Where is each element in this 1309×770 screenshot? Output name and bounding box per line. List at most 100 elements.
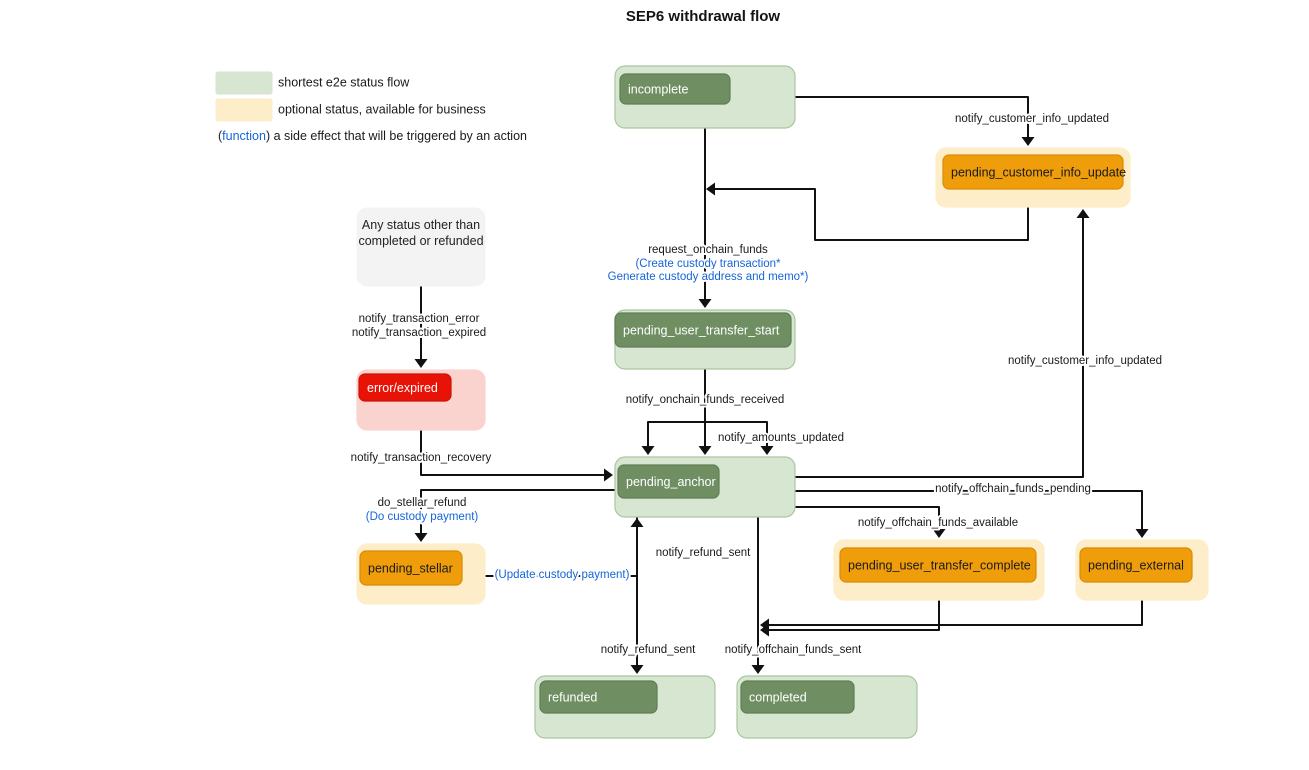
legend-function-word: function (222, 129, 266, 143)
node-pending_anchor[interactable]: pending_anchor (614, 456, 796, 518)
node-chip-pending_user_transfer_complete (839, 547, 1037, 583)
legend-swatch-0 (215, 71, 273, 95)
edge-label-halo: notify_offchain_funds_sent (725, 644, 862, 656)
node-incomplete[interactable]: incomplete (614, 65, 796, 129)
label-notify-transaction-error: notify_transaction_error (359, 313, 480, 325)
edge-label-halo: notify_amounts_updated (718, 432, 844, 444)
edge-pending-anchor-to-pending-user-transfer-complete (795, 506, 940, 532)
legend-label-1: optional status, available for business (278, 102, 486, 116)
node-label-pending_anchor: pending_anchor (626, 475, 716, 489)
edge-pending-anchor-to-pending-stellar (420, 489, 615, 536)
label-do-stellar-refund: do_stellar_refund (378, 497, 467, 509)
node-box-any_status (356, 207, 486, 287)
edge-label-halo: notify_refund_sent (656, 547, 751, 559)
legend-function-note: (function) a side effect that will be tr… (218, 129, 527, 143)
label-notify-amounts-updated: notify_amounts_updated (718, 432, 844, 444)
label-notify-transaction-recovery: notify_transaction_recovery (351, 452, 492, 464)
arrowhead-pending-external-to-completed (760, 618, 769, 632)
label-generate-custody-address: Generate custody address and memo*) (608, 271, 809, 283)
node-chip-pending_anchor (617, 464, 720, 499)
label-notify-onchain-funds-received: notify_onchain_funds_received (626, 394, 785, 406)
node-chip-pending_external (1079, 547, 1193, 583)
node-chip-completed (740, 680, 855, 714)
edge-label-halo: notify_transaction_error (359, 313, 480, 325)
edge-label-halo: notify_refund_sent (601, 644, 696, 656)
node-chip-refunded (539, 680, 658, 714)
edge-pending-anchor-self-loop-left (647, 421, 706, 449)
node-pending_customer_info_update[interactable]: pending_customer_info_update (935, 147, 1131, 208)
node-label-pending_customer_info_update: pending_customer_info_update (951, 165, 1126, 179)
edge-pending-anchor-to-pending-external (795, 490, 1143, 532)
arrowhead-pending-anchor-to-pending-customer-info-update (1076, 209, 1090, 218)
edge-labels-layer: notify_customer_info_updated notify_custo… (349, 111, 1164, 658)
node-refunded[interactable]: refunded (534, 675, 716, 739)
edge-label-halo: request_onchain_funds (648, 244, 768, 256)
arrowhead-pending-user-transfer-start-to-pending-anchor (698, 446, 712, 455)
node-label-refunded: refunded (548, 690, 597, 704)
node-label-pending_user_transfer_start: pending_user_transfer_start (623, 323, 780, 337)
label-notify-offchain-funds-pending: notify_offchain_funds_pending (935, 483, 1091, 495)
node-chip-pending_stellar (359, 550, 463, 586)
node-label-incomplete: incomplete (628, 82, 688, 96)
legend-label-0: shortest e2e status flow (278, 75, 410, 89)
node-label-pending_stellar: pending_stellar (368, 561, 453, 575)
arrowhead-incomplete-to-pending-user-transfer-start (698, 299, 712, 308)
label-notify-customer-info-updated-right: notify_customer_info_updated (1008, 355, 1162, 367)
edge-label-halo: notify_onchain_funds_received (626, 394, 785, 406)
label-request-onchain-funds: request_onchain_funds (648, 244, 768, 256)
edge-pending-anchor-self-loop-right (705, 421, 768, 449)
node-chip-error_expired (358, 373, 452, 402)
node-label-pending_user_transfer_complete: pending_user_transfer_complete (848, 558, 1031, 572)
arrowhead-pending-anchor-to-pending-stellar (414, 533, 428, 542)
node-chip-pending_customer_info_update (942, 154, 1124, 190)
node-pending_user_transfer_complete[interactable]: pending_user_transfer_complete (833, 539, 1045, 601)
label-notify-transaction-expired: notify_transaction_expired (352, 327, 486, 339)
edge-pending-anchor-to-pending-customer-info-update (795, 215, 1084, 478)
label-notify-refund-sent-bottom: notify_refund_sent (601, 644, 696, 656)
arrowhead-any-status-to-error-expired (414, 359, 428, 368)
node-chip-pending_user_transfer_start (614, 312, 792, 348)
edge-label-halo: (Create custody transaction* (635, 258, 781, 270)
label-notify-refund-sent-mid: notify_refund_sent (656, 547, 751, 559)
edge-incomplete-to-pending-customer-info-update (795, 96, 1029, 140)
edge-label-halo: notify_transaction_recovery (351, 452, 492, 464)
node-pending_user_transfer_start[interactable]: pending_user_transfer_start (614, 309, 796, 370)
arrowhead-pending-anchor-to-completed (751, 665, 765, 674)
arrowhead-pending-anchor-self-loop-right (760, 446, 774, 455)
label-update-custody-payment: (Update custody payment) (495, 569, 630, 581)
arrowhead-pending-customer-info-update-return-to-incomplete (706, 182, 715, 196)
label-notify-offchain-funds-sent: notify_offchain_funds_sent (725, 644, 862, 656)
node-error_expired[interactable]: error/expired (356, 369, 486, 431)
arrowhead-pending-anchor-to-pending-external (1135, 529, 1149, 538)
node-label-error_expired: error/expired (367, 381, 438, 395)
node-label-any_status: Any status other than (362, 218, 480, 232)
edge-pending-user-transfer-complete-to-completed (766, 600, 940, 631)
label-do-custody-payment: (Do custody payment) (366, 511, 479, 523)
arrowhead-pending-anchor-self-loop-left (641, 446, 655, 455)
edge-label-halo: notify_customer_info_updated (955, 113, 1109, 125)
label-notify-offchain-funds-available: notify_offchain_funds_available (858, 517, 1018, 529)
edge-label-halo: notify_customer_info_updated (1008, 355, 1162, 367)
edge-label-halo: do_stellar_refund (378, 497, 467, 509)
edge-label-halo: Generate custody address and memo*) (608, 271, 809, 283)
node-label-completed: completed (749, 690, 807, 704)
node-completed[interactable]: completed (736, 675, 918, 739)
page-title: SEP6 withdrawal flow (626, 8, 781, 25)
node-pending_external[interactable]: pending_external (1075, 539, 1209, 601)
edge-label-halo: notify_offchain_funds_available (858, 517, 1018, 529)
nodes-layer: incomplete pending_customer_info_updateAn… (356, 65, 1209, 739)
node-pending_stellar[interactable]: pending_stellar (356, 543, 486, 605)
legend-swatch-1 (215, 98, 273, 122)
arrowhead-pending-anchor-to-pending-user-transfer-complete (932, 529, 946, 538)
edge-pending-external-to-completed (766, 600, 1143, 626)
edges-layer (414, 96, 1149, 674)
arrowhead-pending-anchor-to-refunded (630, 665, 644, 674)
edge-pending-customer-info-update-return-to-incomplete (712, 188, 1029, 241)
label-create-custody-transaction: (Create custody transaction* (635, 258, 781, 270)
node-chip-incomplete (619, 73, 731, 105)
edge-label-halo: (Do custody payment) (366, 511, 479, 523)
edge-label-halo: (Update custody payment) (495, 569, 630, 581)
arrowhead-error-expired-to-pending-anchor (604, 468, 613, 482)
